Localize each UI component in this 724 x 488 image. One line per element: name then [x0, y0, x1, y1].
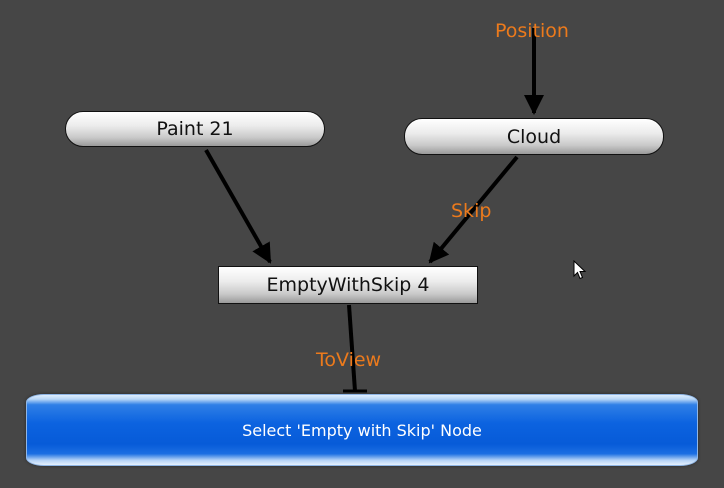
edge-cloud-to-empty-skip — [428, 155, 519, 264]
position-port-label: Position — [495, 20, 569, 42]
paint-node-label: Paint 21 — [156, 118, 234, 140]
select-button-background — [26, 394, 698, 466]
paint-node[interactable]: Paint 21 — [65, 111, 325, 147]
edge-empty-to-view — [347, 304, 357, 392]
select-empty-with-skip-button[interactable]: Select 'Empty with Skip' Node — [26, 394, 698, 466]
empty-with-skip-node-label: EmptyWithSkip 4 — [266, 274, 430, 296]
cloud-node-label: Cloud — [506, 125, 562, 148]
edge-paint-to-empty — [204, 149, 272, 264]
empty-with-skip-node[interactable]: EmptyWithSkip 4 — [218, 266, 478, 304]
mouse-pointer-icon — [573, 260, 587, 280]
skip-port-label: Skip — [451, 200, 492, 222]
toview-port-label: ToView — [316, 349, 382, 371]
select-button-label: Select 'Empty with Skip' Node — [242, 420, 482, 440]
cloud-node[interactable]: Cloud — [404, 118, 664, 155]
